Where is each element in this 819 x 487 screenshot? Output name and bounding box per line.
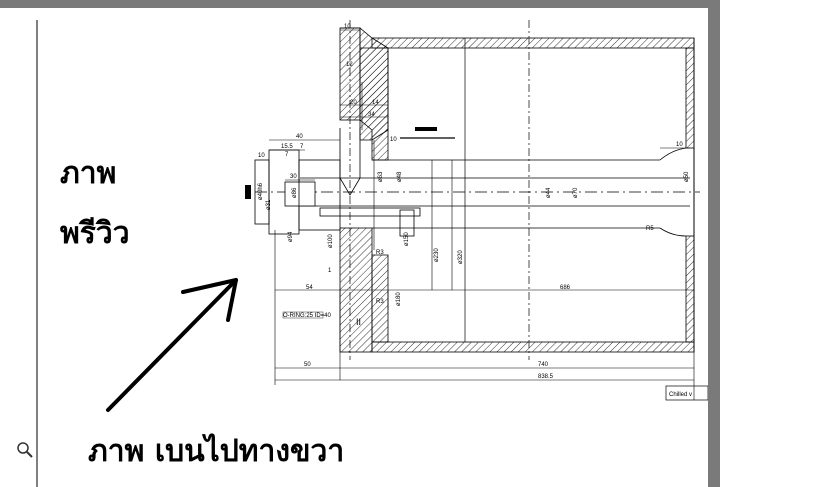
- dim-10-right2: 10: [676, 142, 683, 148]
- dim-7a: 7: [285, 152, 289, 158]
- dim-15-5: 15.5: [281, 144, 293, 150]
- dim-10-top: 10: [344, 24, 351, 30]
- outside-area: [720, 0, 819, 487]
- drum-right-top: [685, 47, 695, 149]
- dim-40: 40: [296, 134, 303, 140]
- dim-30: 30: [290, 174, 297, 180]
- dim-686: 686: [560, 285, 571, 291]
- dim-10-right: 10: [390, 137, 397, 143]
- dim-phi63: ø63: [378, 171, 384, 182]
- dim-r3b: R3: [376, 299, 384, 305]
- dim-12: 12: [346, 62, 353, 68]
- dim-34: 34: [368, 112, 375, 118]
- dim-50: 50: [304, 362, 311, 368]
- top-gutter: [0, 0, 720, 8]
- dim-phi100: ø100: [328, 234, 334, 248]
- oring-note: O-RING:25 ID=40: [283, 313, 332, 319]
- dim-phi86: ø86: [292, 187, 298, 198]
- dim-740: 740: [538, 362, 549, 368]
- pan-arrow: [106, 278, 238, 412]
- dim-838-5: 838.5: [538, 374, 554, 380]
- chilled-note: Chilled v: [669, 392, 692, 398]
- cad-drawing[interactable]: 10 12 20 14 34 40 10 15.5 7 7 30 10 10 ø…: [0, 0, 708, 487]
- dim-r3a: R3: [376, 250, 384, 256]
- dim-10-flange: 10: [258, 153, 265, 159]
- dim-phi150: ø150: [404, 232, 410, 246]
- section-two-label: II: [356, 317, 361, 327]
- drum-bottom-wall: [371, 341, 695, 353]
- dim-r5: R5: [646, 226, 654, 232]
- dim-phi50: ø50: [684, 171, 690, 182]
- dim-phi94: ø94: [288, 231, 294, 242]
- pan-arrowhead: [181, 278, 238, 322]
- magnifier-icon[interactable]: [16, 441, 34, 459]
- drum-top-wall: [371, 37, 695, 49]
- pan-instruction-label: ภาพ เบนไปทางขวา: [88, 434, 345, 469]
- dim-phi60: ø60: [247, 187, 253, 198]
- drum-right-bottom: [685, 235, 695, 343]
- dim-phi230: ø230: [434, 248, 440, 262]
- dim-phi48: ø48: [397, 171, 403, 182]
- dim-phi31: ø31: [266, 199, 272, 210]
- dim-phi320: ø320: [458, 250, 464, 264]
- dim-7b: 7: [300, 144, 304, 150]
- preview-label-line1: ภาพ: [60, 156, 117, 191]
- preview-label-line2: พรีวิว: [60, 216, 130, 251]
- dim-phi44: ø44: [546, 187, 552, 198]
- dim-14: 14: [372, 100, 379, 106]
- dim-20: 20: [350, 100, 357, 106]
- dim-phi70: ø70: [573, 187, 579, 198]
- dim-phi40h6: ø40h6: [258, 182, 264, 200]
- right-scroll-gutter[interactable]: [708, 0, 720, 487]
- dim-phi180: ø180: [396, 292, 402, 306]
- dim-1: 1: [328, 268, 332, 274]
- dim-54: 54: [306, 285, 313, 291]
